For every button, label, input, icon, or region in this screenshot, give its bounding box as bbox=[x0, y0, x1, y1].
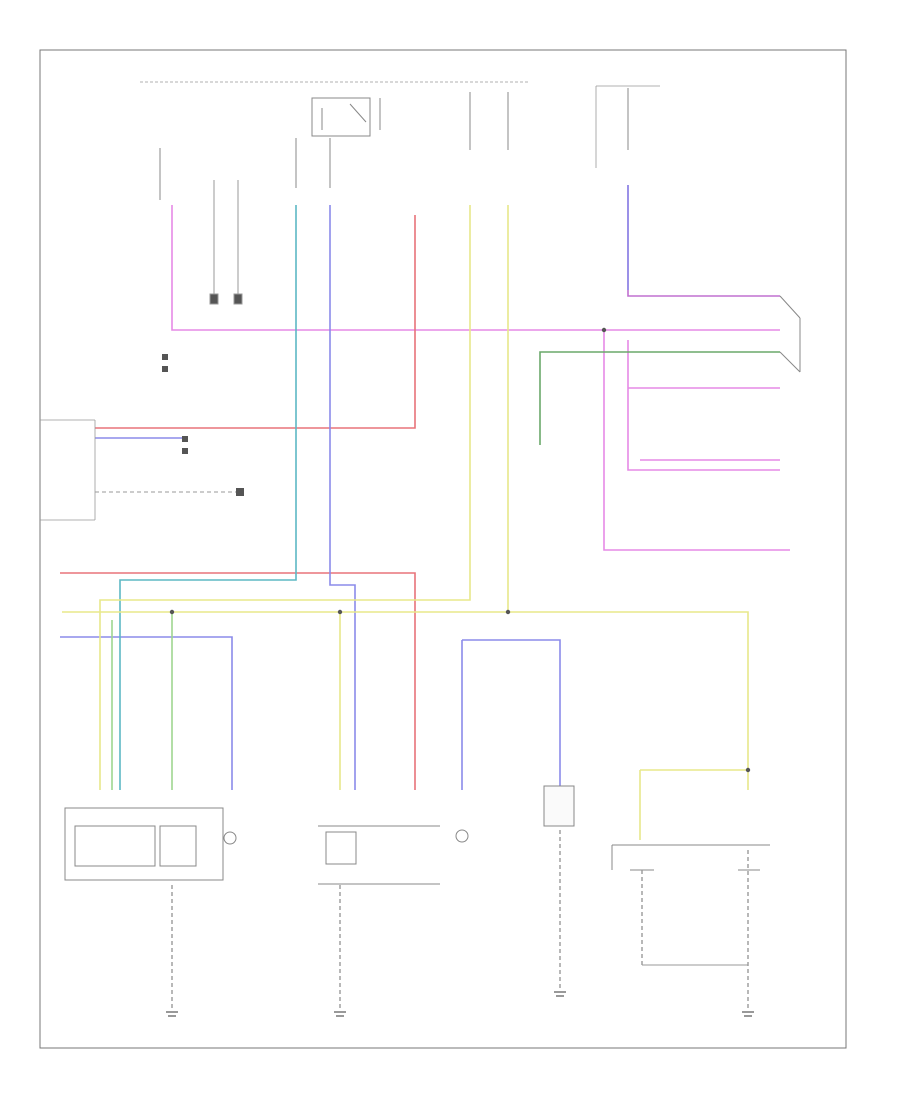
license-lamp-box bbox=[543, 785, 575, 827]
blue-wire-center bbox=[329, 205, 356, 790]
fuse-drops bbox=[159, 88, 629, 200]
red-wire-upper bbox=[95, 215, 416, 429]
ground-symbol-2 bbox=[334, 1011, 346, 1017]
yellow-wire-1 bbox=[99, 205, 471, 790]
ground-symbol-4 bbox=[742, 1011, 754, 1017]
yellow-wire-2 bbox=[507, 205, 749, 790]
pink-wire-top-right bbox=[627, 185, 780, 297]
ground-symbol-3 bbox=[554, 991, 566, 997]
left-lamp-assembly bbox=[64, 807, 237, 881]
center-lamp-assembly bbox=[318, 825, 469, 885]
diagram-frame bbox=[39, 49, 847, 1049]
right-lamp-bracket bbox=[611, 844, 770, 871]
ground-symbol-1 bbox=[166, 1011, 178, 1017]
red-wire-lower bbox=[60, 572, 416, 790]
ground-drops bbox=[171, 830, 749, 1010]
splice-dots bbox=[169, 327, 751, 773]
blue-wire-left bbox=[60, 636, 233, 790]
pink-wire-branch-1 bbox=[627, 340, 780, 471]
teal-wire bbox=[119, 205, 297, 790]
connector-stubs-upper bbox=[209, 180, 243, 305]
right-switch-symbols bbox=[779, 295, 801, 373]
blue-wire-right bbox=[462, 639, 561, 790]
lighting-module-block bbox=[40, 354, 244, 521]
pink-wire-main bbox=[171, 205, 780, 331]
relay-symbol bbox=[311, 97, 381, 137]
pink-wire-right-vertical bbox=[603, 330, 790, 551]
green-wire-right bbox=[539, 351, 780, 445]
